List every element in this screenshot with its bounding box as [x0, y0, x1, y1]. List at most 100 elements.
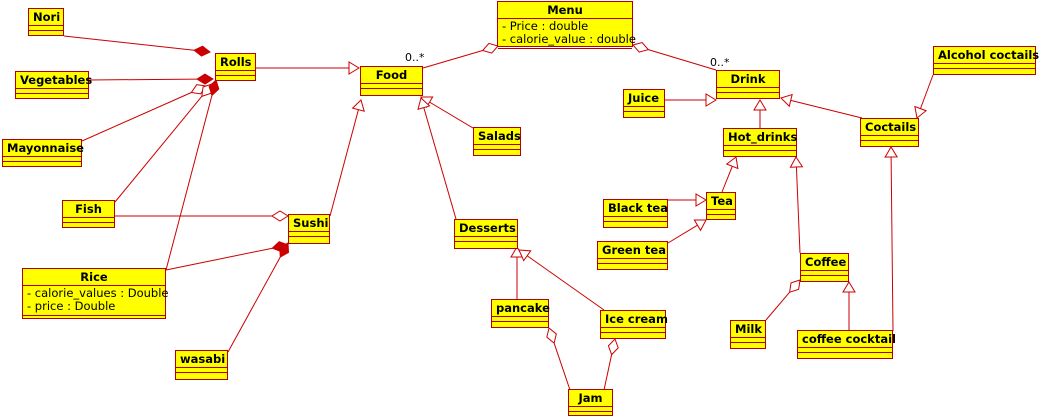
class-name: Sushi [289, 215, 329, 232]
relation-line [81, 92, 192, 142]
attribute: - Price : double [502, 19, 589, 33]
generalization-arrowhead [695, 193, 707, 207]
generalization-arrowhead [348, 61, 360, 75]
relation-line [526, 255, 605, 311]
class-desserts[interactable]: Desserts [454, 219, 518, 249]
class-green-tea[interactable]: Green tea [597, 241, 668, 270]
relation-line [721, 166, 733, 193]
class-name: Juice [624, 90, 664, 107]
class-drink[interactable]: Drink [716, 70, 780, 99]
relation-line [165, 247, 273, 271]
relation-line [227, 256, 281, 353]
relation-line [165, 95, 213, 271]
relation-line [667, 224, 698, 244]
generalization-arrowhead [693, 219, 707, 232]
generalization-arrowhead [417, 97, 431, 110]
relation-line [603, 354, 613, 391]
generalization-arrowhead [842, 281, 856, 293]
relation-line [114, 96, 203, 203]
aggregation-diamond [546, 327, 557, 345]
class-rice[interactable]: Rice - calorie_values : Double - price :… [22, 268, 169, 319]
class-menu[interactable]: Menu - Price : double - calorie_value : … [497, 1, 636, 49]
class-fish[interactable]: Fish [62, 200, 115, 228]
aggregation-diamond [607, 338, 619, 356]
class-name: Food [361, 67, 422, 84]
class-coffee[interactable]: Coffee [800, 253, 849, 282]
class-name: wasabi [176, 351, 227, 368]
class-name: Mayonnaise [3, 140, 84, 157]
class-name: Alcohol coctails [934, 47, 1039, 64]
relation-line [423, 107, 457, 220]
class-name: Milk [731, 321, 765, 338]
class-nori[interactable]: Nori [28, 8, 64, 36]
relation-line [890, 156, 894, 332]
class-black-tea[interactable]: Black tea [603, 199, 668, 228]
class-name: Menu [498, 2, 632, 19]
class-milk[interactable]: Milk [730, 320, 766, 349]
relation-line [648, 49, 717, 71]
aggregation-diamond [271, 210, 289, 222]
relation-line [63, 35, 195, 51]
class-rolls[interactable]: Rolls [215, 53, 256, 81]
class-alcohol-coctails[interactable]: Alcohol coctails [933, 46, 1039, 75]
relation-line [790, 99, 863, 119]
relation-line [553, 342, 571, 391]
relation-line [429, 101, 474, 129]
class-name: Desserts [455, 220, 517, 237]
relation-line [422, 50, 483, 69]
relation-line [329, 109, 359, 217]
multiplicity-menu-food: 0..* [405, 51, 425, 64]
composition-diamond [208, 79, 220, 97]
class-name: Salads [474, 128, 521, 145]
class-ice-cream[interactable]: Ice cream [600, 310, 668, 339]
generalization-arrowhead [789, 156, 804, 168]
class-vegetables[interactable]: Vegetables [15, 71, 92, 99]
class-name: Jam [569, 390, 612, 407]
generalization-arrowhead [351, 99, 365, 112]
attribute: - calorie_value : double [502, 32, 636, 46]
attribute: - price : Double [27, 299, 116, 313]
aggregation-diamond [632, 41, 650, 53]
class-coctails[interactable]: Coctails [860, 118, 919, 147]
generalization-arrowhead [780, 93, 793, 108]
class-hot-drinks[interactable]: Hot_drinks [723, 128, 797, 157]
relation-line [765, 291, 791, 321]
class-coffee-cocktail[interactable]: coffee cocktail [797, 330, 896, 359]
class-name: Coctails [861, 119, 918, 136]
class-jam[interactable]: Jam [568, 389, 613, 416]
generalization-arrowhead [518, 249, 532, 262]
class-juice[interactable]: Juice [623, 89, 665, 118]
class-food[interactable]: Food [360, 66, 423, 96]
relation-line [795, 166, 801, 254]
aggregation-diamond [789, 279, 801, 293]
class-name: coffee cocktail [798, 331, 896, 348]
relation-line [920, 74, 934, 109]
generalization-arrowhead [705, 93, 717, 107]
attribute: - calorie_values : Double [27, 286, 169, 300]
class-mayonnaise[interactable]: Mayonnaise [2, 139, 84, 167]
generalization-arrowhead [753, 99, 767, 111]
class-name: Tea [707, 193, 735, 210]
class-salads[interactable]: Salads [473, 127, 521, 156]
class-wasabi[interactable]: wasabi [175, 350, 228, 380]
generalization-arrowhead [884, 146, 898, 158]
composition-diamond [193, 45, 211, 57]
class-tea[interactable]: Tea [706, 192, 736, 220]
class-name: Ice cream [601, 311, 668, 328]
class-name: Black tea [604, 200, 668, 217]
multiplicity-menu-drink: 0..* [710, 56, 730, 69]
class-sushi[interactable]: Sushi [288, 214, 330, 244]
composition-diamond [279, 242, 290, 258]
class-name: Rolls [216, 54, 255, 71]
class-name: Rice [23, 269, 165, 286]
aggregation-diamond [481, 42, 499, 54]
class-pancake[interactable]: pancake [491, 299, 550, 328]
class-name: Vegetables [16, 72, 92, 89]
class-name: Coffee [801, 254, 848, 271]
class-name: Nori [29, 9, 63, 26]
relation-line [88, 78, 198, 81]
class-name: Fish [63, 201, 114, 218]
generalization-arrowhead [914, 105, 928, 119]
generalization-arrowhead [725, 156, 739, 170]
